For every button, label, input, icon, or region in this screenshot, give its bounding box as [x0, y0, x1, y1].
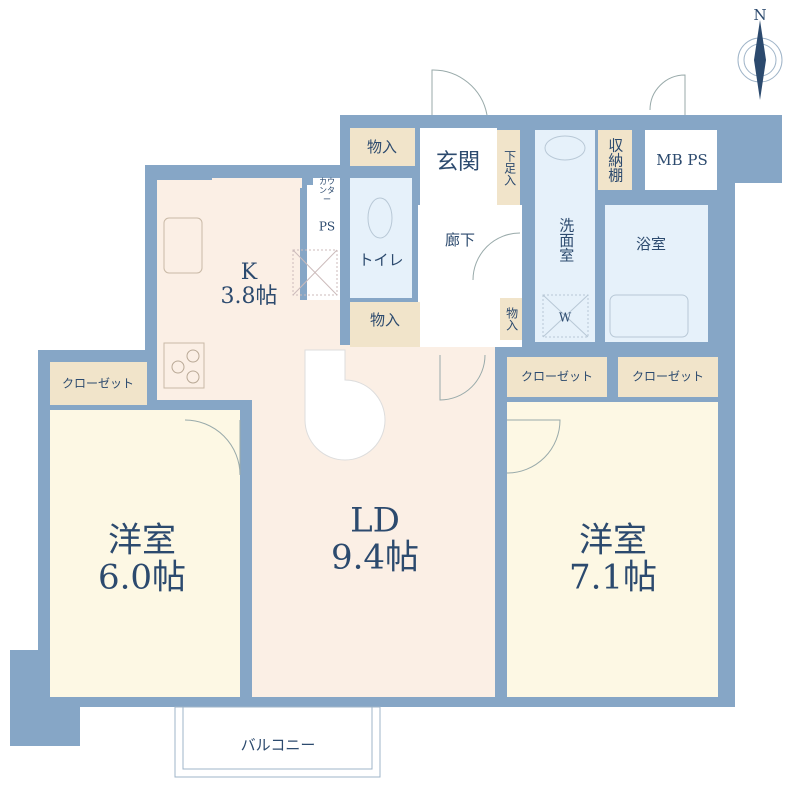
closet-right-2-label: クローゼット: [631, 369, 705, 384]
closet-right-2: [618, 357, 718, 397]
bathroom: [605, 205, 708, 342]
storage-entry: [350, 128, 415, 166]
washer-label: W: [558, 310, 572, 325]
closet-right-1-label: クローゼット: [520, 369, 594, 384]
mbps-room: [645, 130, 717, 190]
closet-left: [50, 362, 147, 405]
balcony-label: バルコニー: [240, 735, 316, 754]
mbps-label: MB PS: [656, 150, 708, 169]
bedroom-right: [507, 402, 718, 697]
counter-box: [313, 178, 340, 206]
storage-mid-label: 物入: [369, 310, 401, 329]
washroom: [535, 130, 595, 342]
ps-box: [313, 213, 340, 240]
compass-icon: [737, 20, 783, 100]
storage-mid: [350, 302, 420, 347]
compass-north-label: N: [753, 5, 767, 24]
balcony-area: [174, 706, 381, 778]
shelf-label: 収納棚: [606, 137, 625, 183]
door-swings: [184, 69, 686, 476]
entrance: [420, 128, 497, 208]
storage-entry-label: 物入: [366, 137, 398, 156]
toilet-label: トイレ: [358, 250, 404, 269]
storage-hall-label: 物入: [504, 307, 519, 331]
bathroom-label: 浴室: [635, 234, 667, 253]
shoe-cabinet-label: 下足入: [502, 150, 517, 186]
hallway-label: 廊下: [444, 230, 476, 249]
entrance-label: 玄関: [435, 149, 481, 175]
storage-hall: [500, 298, 522, 340]
ps-label: PS: [318, 219, 336, 234]
shelf: [598, 130, 632, 190]
counter-label: カウンター: [319, 176, 335, 204]
bedroom-left: [50, 410, 240, 697]
closet-left-label: クローゼット: [61, 376, 135, 391]
washroom-label: 洗面室: [557, 217, 576, 263]
shoe-cabinet: [497, 130, 520, 205]
closet-right-1: [507, 357, 607, 397]
